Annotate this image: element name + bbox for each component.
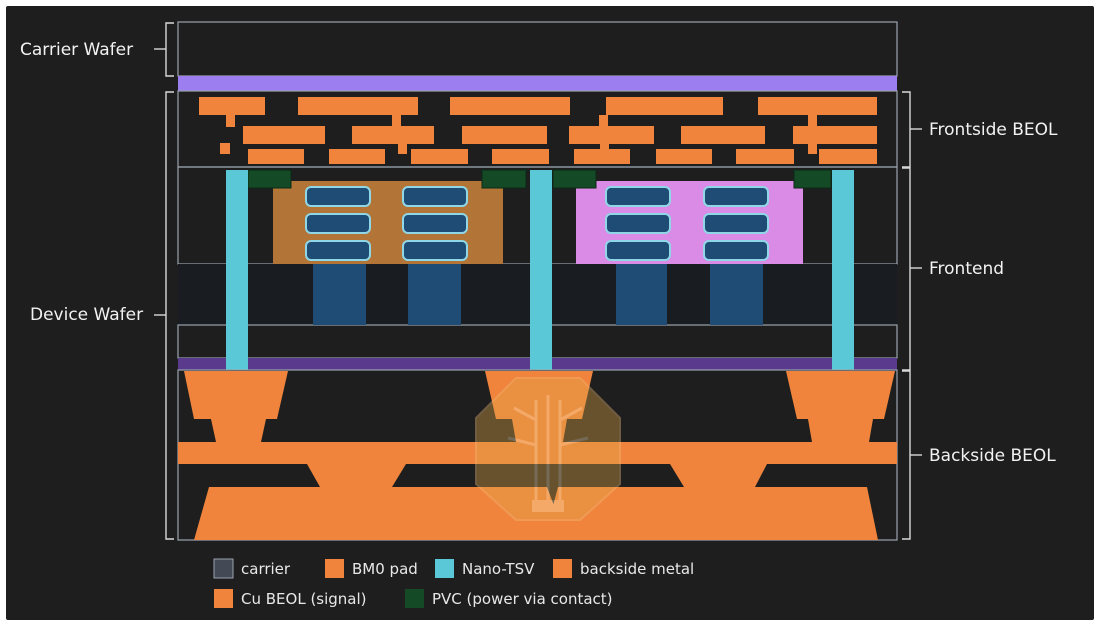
legend-swatch-pvc xyxy=(405,589,424,608)
legend-swatch-cu-beol xyxy=(214,589,233,608)
legend-label-bm0-pad: BM0 pad xyxy=(352,560,418,578)
left-brackets xyxy=(154,22,174,540)
pvc-contacts xyxy=(247,169,832,189)
label-carrier-wafer: Carrier Wafer xyxy=(20,40,133,60)
nanosheet-stacks xyxy=(305,186,769,261)
nano-tsvs xyxy=(226,170,854,370)
gate-pillars xyxy=(313,264,763,325)
legend: carrier BM0 pad Nano-TSV backside metal … xyxy=(213,558,694,608)
carrier-wafer-layer xyxy=(177,21,898,77)
label-frontside-beol: Frontside BEOL xyxy=(929,120,1058,140)
legend-swatch-carrier xyxy=(213,558,234,579)
label-device-wafer: Device Wafer xyxy=(30,305,143,325)
legend-label-cu-beol: Cu BEOL (signal) xyxy=(241,590,367,608)
legend-label-backside-metal: backside metal xyxy=(580,560,694,578)
legend-swatch-nano-tsv xyxy=(435,559,454,578)
legend-swatch-bm0-pad xyxy=(325,559,344,578)
label-backside-beol: Backside BEOL xyxy=(929,446,1056,466)
cu-beol-lines xyxy=(199,97,877,164)
bonding-layer xyxy=(178,76,897,91)
legend-label-pvc: PVC (power via contact) xyxy=(432,590,613,608)
legend-label-nano-tsv: Nano-TSV xyxy=(462,560,535,578)
legend-label-carrier: carrier xyxy=(241,560,291,578)
legend-swatch-backside-metal xyxy=(553,559,572,578)
label-frontend: Frontend xyxy=(929,259,1004,279)
backside-metal xyxy=(178,371,897,540)
watermark-logo xyxy=(475,377,621,521)
right-brackets xyxy=(902,91,922,540)
